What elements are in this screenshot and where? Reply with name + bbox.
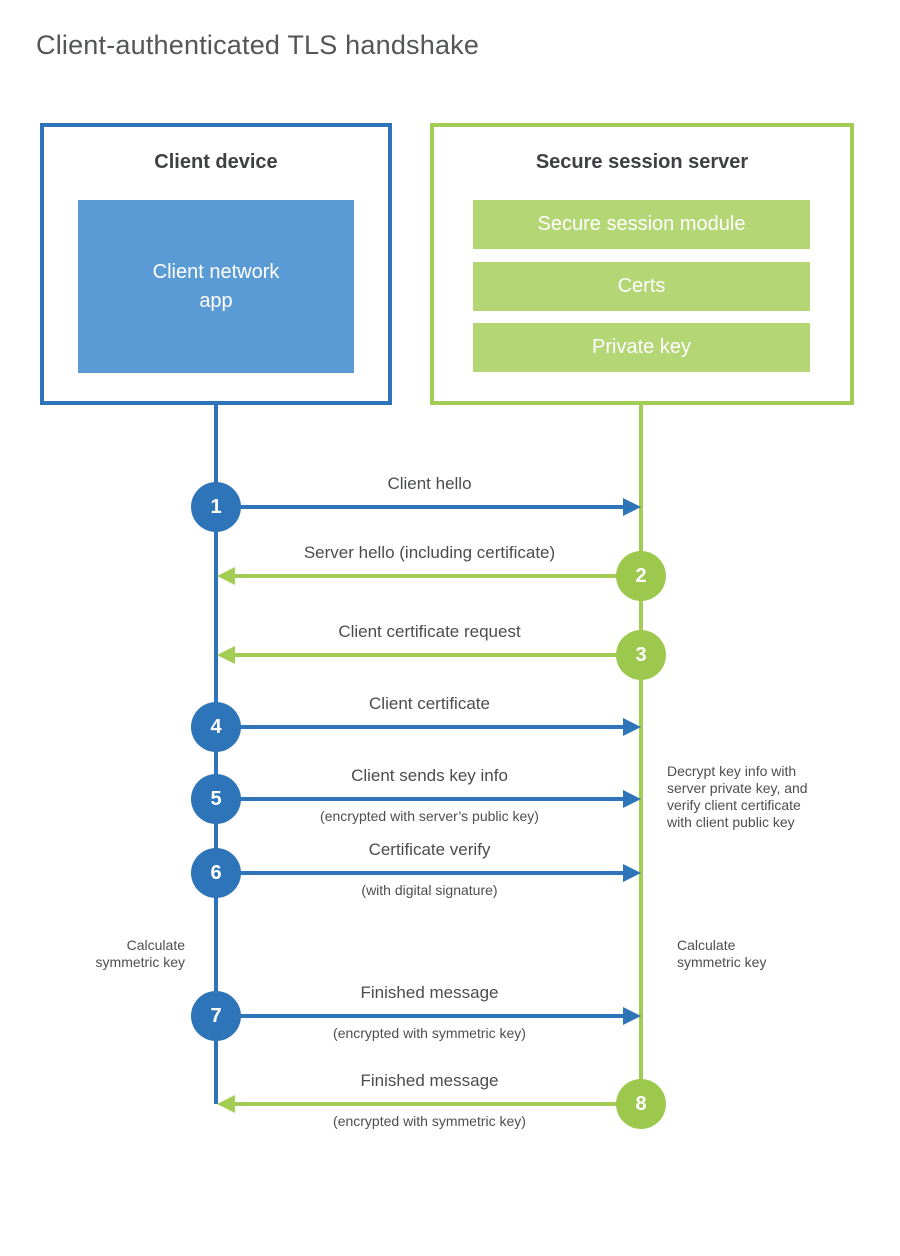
- message-3-arrow: [235, 653, 641, 657]
- message-1-label: Client hello: [387, 474, 472, 493]
- server-module-private-key: Private key: [473, 323, 810, 372]
- step-2-number: 2: [635, 564, 647, 587]
- message-7-sublabel: (encrypted with symmetric key): [333, 1025, 526, 1041]
- step-3-badge: 3: [616, 630, 666, 680]
- message-7-label: Finished message: [360, 983, 499, 1002]
- message-6-arrow: [218, 871, 623, 875]
- page-title: Client-authenticated TLS handshake: [36, 30, 480, 60]
- step-5-badge: 5: [191, 774, 241, 824]
- server-lifeline: [639, 405, 643, 1104]
- message-8-label: Finished message: [360, 1071, 499, 1090]
- message-6-label: Certificate verify: [368, 840, 491, 859]
- arrowhead-right-icon: [623, 498, 641, 516]
- step-6-number: 6: [210, 861, 222, 884]
- message-6-sublabel: (with digital signature): [361, 882, 498, 898]
- step-1-number: 1: [210, 495, 222, 518]
- message-8-arrow: [235, 1102, 641, 1106]
- secure-session-server-title: Secure session server: [535, 151, 749, 173]
- client-network-app-box: Client network app: [78, 200, 354, 373]
- arrowhead-right-icon: [623, 718, 641, 736]
- calculate-symmetric-key-note-client: Calculate symmetric key: [95, 937, 185, 970]
- decrypt-note: Decrypt key info with server private key…: [667, 763, 808, 830]
- step-8-badge: 8: [616, 1079, 666, 1129]
- message-8-sublabel: (encrypted with symmetric key): [333, 1113, 526, 1129]
- arrowhead-right-icon: [623, 864, 641, 882]
- client-device-title: Client device: [154, 151, 278, 173]
- step-4-badge: 4: [191, 702, 241, 752]
- arrowhead-left-icon: [217, 646, 235, 664]
- message-5-sublabel: (encrypted with server’s public key): [320, 808, 539, 824]
- server-module-secure-session: Secure session module: [473, 200, 810, 249]
- arrowhead-left-icon: [217, 1095, 235, 1113]
- arrowhead-right-icon: [623, 790, 641, 808]
- message-1-arrow: [218, 505, 623, 509]
- server-module-certs: Certs: [473, 262, 810, 311]
- client-lifeline: [214, 405, 218, 1104]
- message-4-label: Client certificate: [369, 694, 490, 713]
- step-6-badge: 6: [191, 848, 241, 898]
- step-7-number: 7: [210, 1004, 222, 1027]
- step-2-badge: 2: [616, 551, 666, 601]
- message-7-arrow: [218, 1014, 623, 1018]
- message-4-arrow: [218, 725, 623, 729]
- message-2-arrow: [235, 574, 641, 578]
- client-device-box: Client device Client network app: [40, 123, 392, 405]
- arrowhead-right-icon: [623, 1007, 641, 1025]
- step-8-number: 8: [635, 1092, 647, 1115]
- step-7-badge: 7: [191, 991, 241, 1041]
- calculate-symmetric-key-note-server: Calculate symmetric key: [677, 937, 767, 970]
- step-1-badge: 1: [191, 482, 241, 532]
- secure-session-server-box: Secure session server Secure session mod…: [430, 123, 854, 405]
- step-3-number: 3: [635, 643, 647, 666]
- message-5-label: Client sends key info: [351, 766, 508, 785]
- step-4-number: 4: [210, 715, 222, 738]
- arrowhead-left-icon: [217, 567, 235, 585]
- message-2-label: Server hello (including certificate): [303, 543, 556, 562]
- step-5-number: 5: [210, 787, 222, 810]
- message-3-label: Client certificate request: [338, 622, 521, 641]
- message-5-arrow: [218, 797, 623, 801]
